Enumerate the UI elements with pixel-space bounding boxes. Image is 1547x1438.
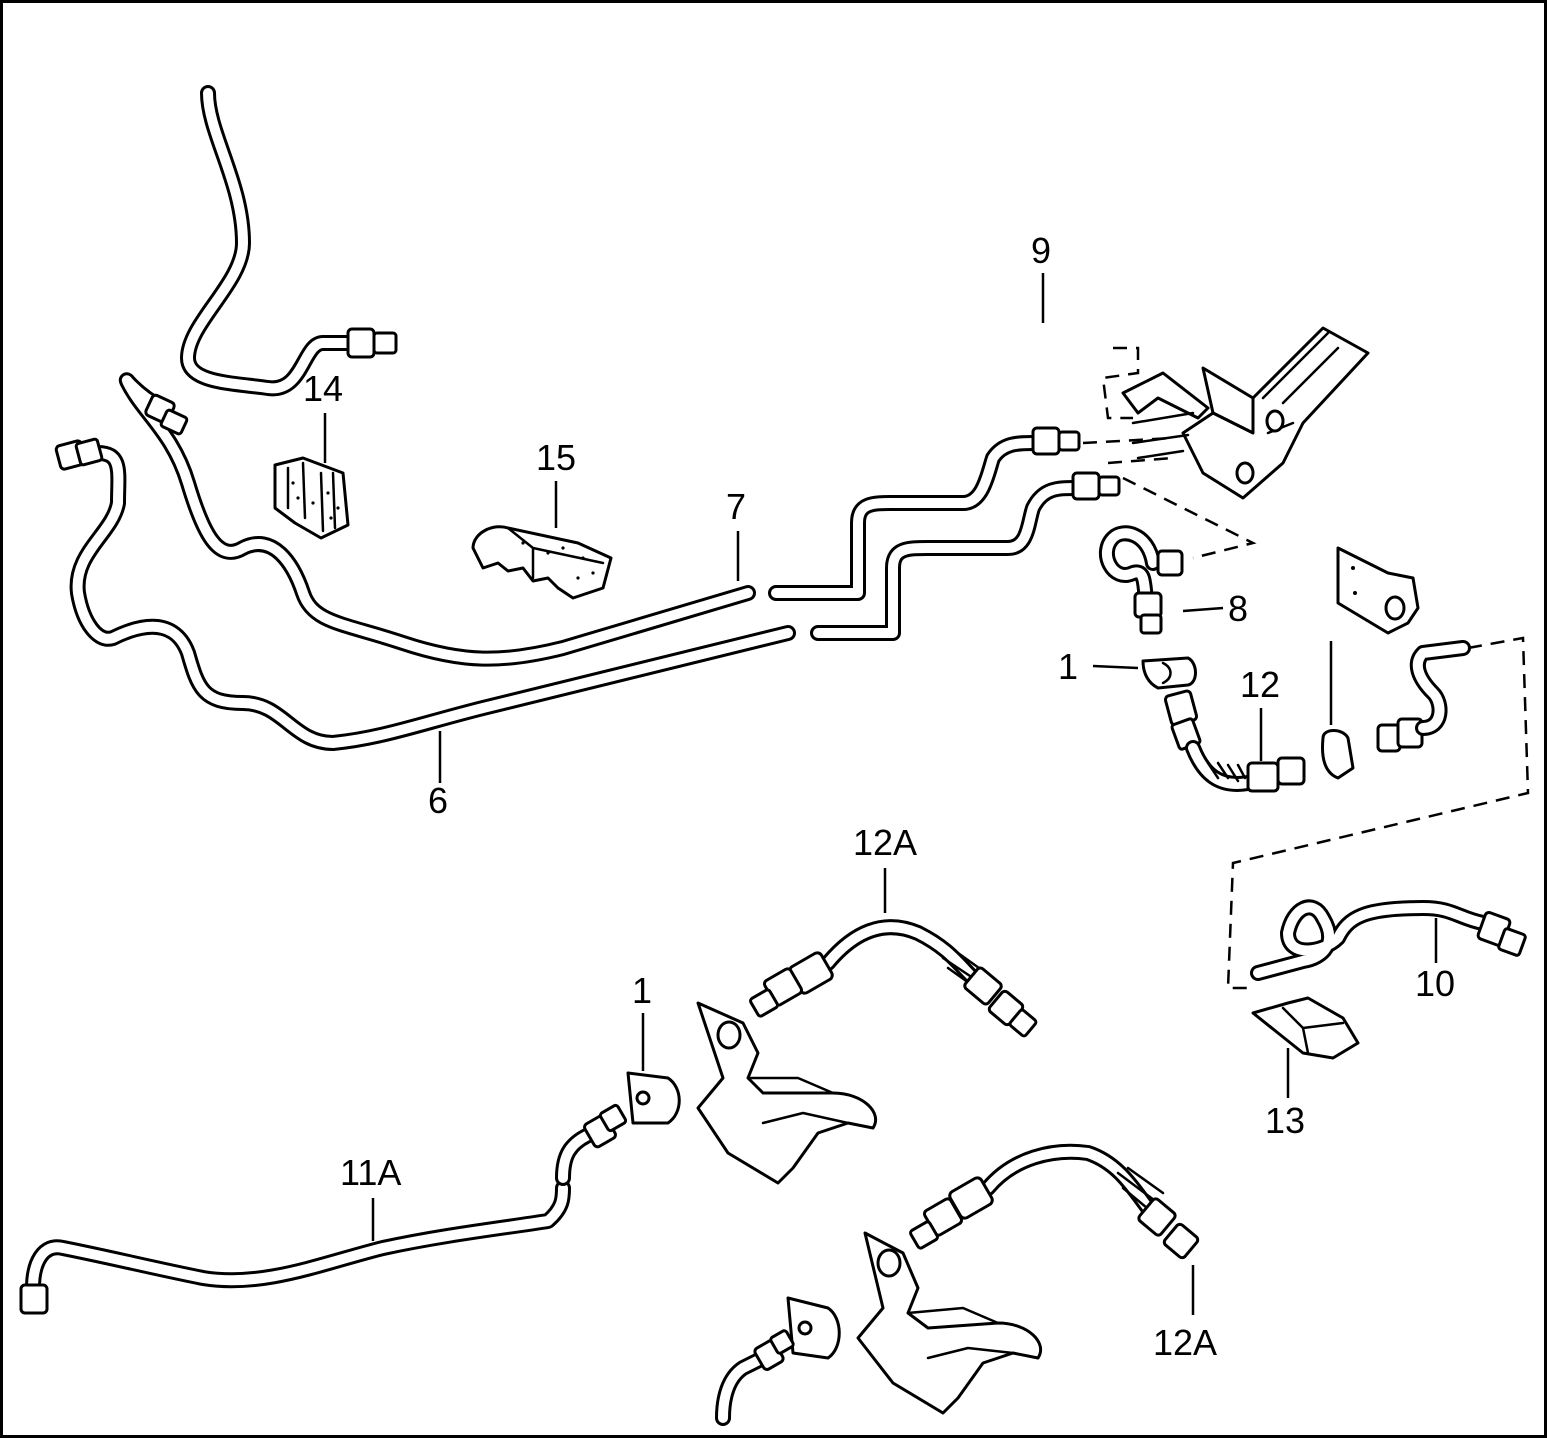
brake-pipe-11a bbox=[19, 1103, 628, 1315]
callout-1-top: 1 bbox=[1058, 646, 1079, 687]
brake-pipe-6 bbox=[69, 445, 1083, 751]
hose-clip-1-top bbox=[1141, 656, 1197, 690]
hose-bracket-upper bbox=[696, 1001, 877, 1185]
pipe-7-fitting-right bbox=[1031, 426, 1081, 456]
callout-10: 10 bbox=[1415, 963, 1456, 1004]
callout-13: 13 bbox=[1265, 1100, 1306, 1141]
pipe-9-fitting bbox=[346, 327, 398, 359]
brake-hose-12a-lower bbox=[909, 1143, 1200, 1260]
callout-1-mid: 1 bbox=[632, 970, 653, 1011]
callout-14: 14 bbox=[303, 368, 344, 409]
brake-pipe-8 bbox=[1099, 525, 1184, 635]
callout-11a: 11A bbox=[340, 1152, 402, 1193]
pipe-6-fitting-left bbox=[54, 437, 104, 471]
callout-15: 15 bbox=[536, 437, 577, 478]
hose-clip-1-right bbox=[1321, 729, 1355, 780]
mounting-plate bbox=[1336, 546, 1420, 635]
hose-bracket-lower bbox=[856, 1231, 1042, 1415]
brake-hose-12 bbox=[1163, 689, 1306, 793]
assembly-dashed-lines bbox=[1082, 346, 1530, 990]
callout-7: 7 bbox=[726, 486, 747, 527]
brake-pipe-10 bbox=[1250, 899, 1527, 981]
callout-12a-bottom: 12A bbox=[1153, 1322, 1218, 1363]
callout-12: 12 bbox=[1240, 664, 1281, 705]
valve-bracket bbox=[1121, 326, 1370, 500]
hose-clip-1-mid bbox=[626, 1071, 681, 1125]
callout-6: 6 bbox=[428, 780, 449, 821]
pipe-clip-14 bbox=[273, 456, 350, 540]
brake-pipe-lower bbox=[715, 1329, 795, 1426]
brake-pipe-9 bbox=[180, 85, 356, 397]
brake-pipe-10-upper bbox=[1376, 640, 1471, 753]
callout-8: 8 bbox=[1228, 588, 1249, 629]
pipe-clip-15 bbox=[471, 525, 613, 600]
pipe-clip-13 bbox=[1251, 996, 1360, 1060]
brake-pipe-7 bbox=[118, 372, 1041, 667]
pipe-7-fitting-left bbox=[144, 393, 189, 436]
callout-9: 9 bbox=[1031, 230, 1052, 271]
callout-12a-top: 12A bbox=[853, 822, 918, 863]
diagram-drawing bbox=[19, 85, 1530, 1426]
pipe-6-fitting-right bbox=[1071, 471, 1121, 501]
brake-hose-12a-upper bbox=[749, 919, 1038, 1038]
leader-lines bbox=[323, 273, 1438, 1315]
hose-clip-lower bbox=[786, 1296, 841, 1360]
